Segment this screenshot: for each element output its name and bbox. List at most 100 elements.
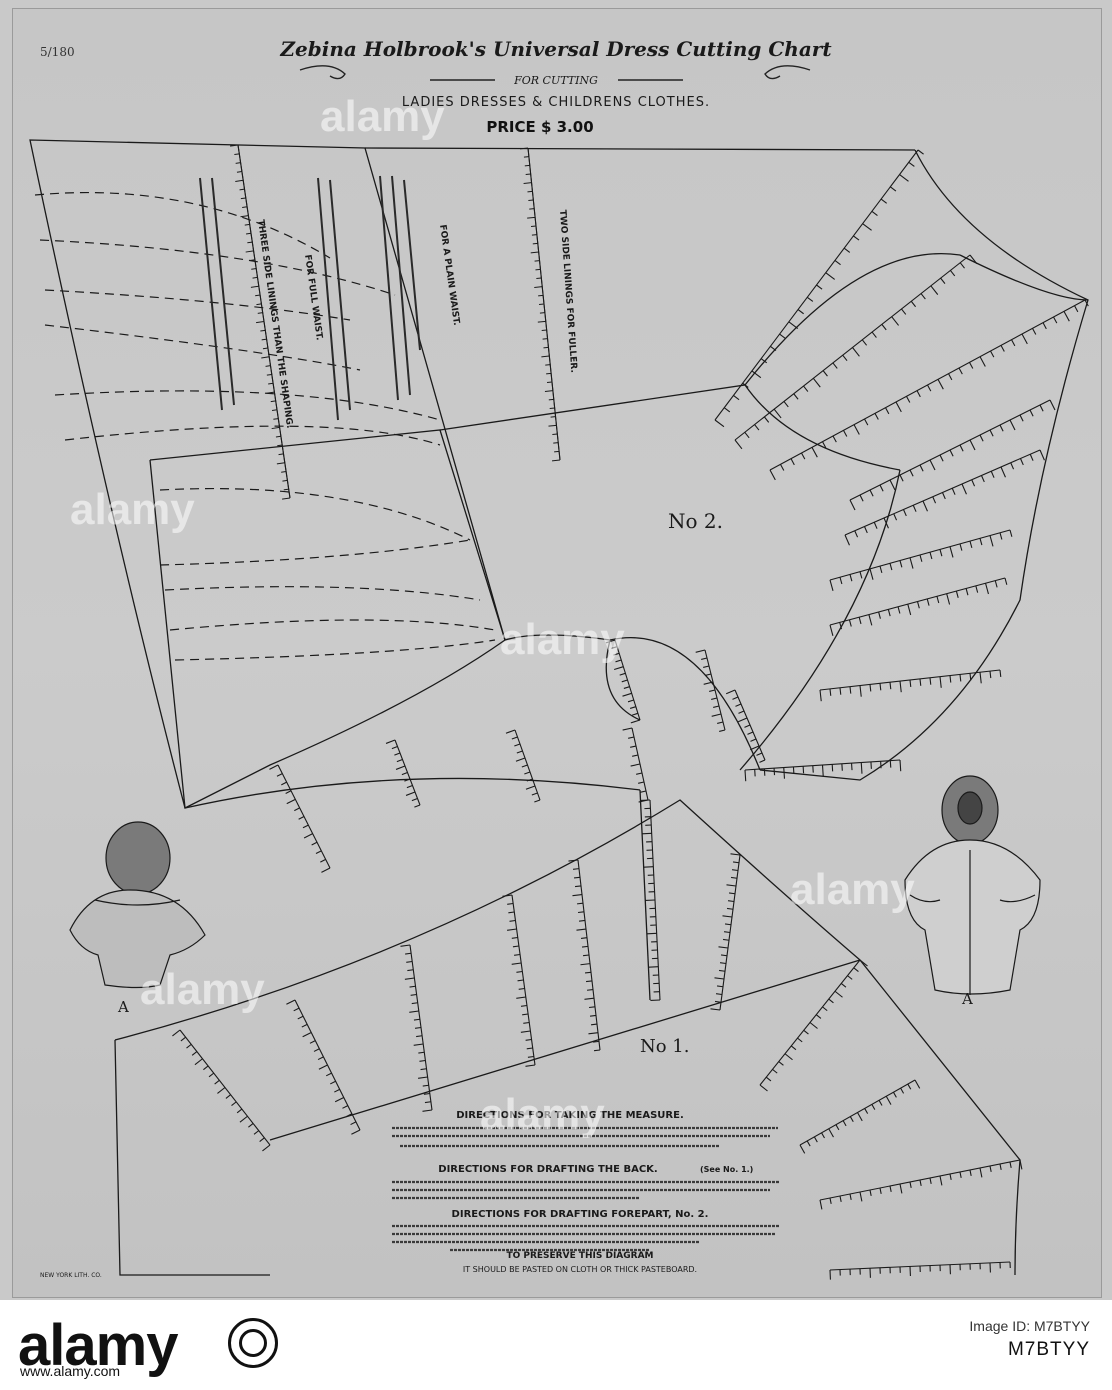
ruler-tick (302, 1032, 312, 1038)
ruler-tick (732, 861, 740, 864)
ruler-tick (234, 153, 240, 156)
ruler-tick (281, 471, 287, 473)
ruler-tick (623, 686, 630, 689)
ruler-tick (738, 710, 745, 714)
ruler-tick (523, 1021, 530, 1024)
ruler-tick (585, 980, 593, 983)
ruler-tick (710, 1008, 721, 1011)
ruler-tick (958, 367, 963, 375)
ruler-tick (422, 1109, 433, 1112)
ruler-tick (423, 1092, 430, 1095)
ruler-tick (1021, 333, 1028, 345)
ruler-tick (538, 303, 545, 306)
ruler-tick (416, 1035, 423, 1038)
ruler-tick (1019, 458, 1024, 466)
ruler-tick (989, 535, 994, 547)
ruler-tick (874, 413, 879, 420)
plate-label-no1: No 1. (640, 1036, 689, 1057)
ruler-tick (530, 225, 537, 228)
brand-logo[interactable]: alamy (18, 1313, 178, 1378)
ruler-tick (965, 588, 969, 596)
pattern-drawing: Zebina Holbrook's Universal Dress Cuttin… (29, 37, 1089, 1280)
ruler-tick (969, 362, 974, 369)
ruler-tick (797, 309, 804, 315)
ruler-tick (270, 400, 276, 403)
ruler-tick (194, 1058, 203, 1066)
ruler-tick (420, 1068, 427, 1071)
ruler-tick (320, 858, 326, 863)
ruler-tick (539, 312, 545, 314)
ruler-tick (849, 686, 852, 694)
ruler-tick (932, 496, 937, 504)
ruler-tick (396, 758, 403, 763)
ruler-tick (262, 1144, 271, 1152)
ruler-tick (303, 833, 313, 839)
ruler-tick (834, 260, 841, 266)
ruler-tick (842, 354, 848, 362)
ruler-tick (955, 590, 959, 598)
ruler-tick (750, 738, 757, 742)
ruler-tick (829, 1197, 832, 1204)
ruler-tick (999, 1163, 1002, 1170)
ruler-tick (271, 426, 280, 430)
directions-back-ref: (See No. 1.) (700, 1165, 753, 1174)
ruler-tick (811, 447, 818, 458)
ruler-tick (912, 505, 917, 512)
ruler-tick (853, 235, 860, 241)
ruler-tick (860, 762, 863, 774)
ruler-tick (726, 884, 737, 887)
ruler-tick (268, 382, 274, 385)
ruler-tick (919, 464, 924, 472)
ruler-tick (879, 683, 882, 691)
ruler-tick (813, 1136, 818, 1143)
image-id-label: Image ID: M7BTYY (969, 1318, 1090, 1334)
ruler-tick (530, 251, 539, 254)
ruler-tick (749, 745, 760, 751)
footer-url[interactable]: www.alamy.com (20, 1363, 121, 1379)
figure-left (69, 821, 206, 989)
ruler-tick (577, 911, 585, 914)
ruler-tick (744, 769, 747, 782)
ruler-tick (1039, 404, 1044, 412)
ruler-tick (897, 606, 901, 614)
ruler-tick (527, 1055, 534, 1058)
ruler-tick (843, 430, 848, 437)
chart-title: Zebina Holbrook's Universal Dress Cuttin… (279, 37, 832, 61)
ruler-tick (286, 798, 296, 805)
ruler-tick (849, 499, 856, 511)
ruler-tick (778, 1061, 784, 1066)
ruler-tick (281, 781, 287, 786)
ruler-tick (239, 188, 245, 191)
ruler-tick (985, 583, 989, 595)
ruler-tick (784, 1053, 793, 1061)
ruler-tick (231, 1101, 237, 1107)
ruler-tick (636, 772, 643, 775)
ruler-tick (525, 785, 536, 790)
note-two-side-linings: TWO SIDE LININGS FOR FULLER. (557, 210, 578, 374)
ruler-tick (531, 234, 537, 236)
ruler-tick (172, 1029, 181, 1037)
ruler-tick (514, 953, 521, 956)
ruler-tick (1019, 414, 1024, 422)
ruler-tick (191, 1051, 198, 1056)
ruler-tick (529, 208, 535, 210)
ruler-tick (910, 300, 917, 308)
ruler-tick (1029, 454, 1034, 461)
chart-paper (12, 8, 1102, 1298)
ruler-tick (909, 557, 914, 569)
ruler-tick (705, 673, 712, 676)
ruler-tick (859, 571, 863, 579)
ruler-tick (525, 173, 531, 176)
ruler-tick (297, 1015, 304, 1020)
ruler-tick (862, 223, 872, 231)
ruler-tick (969, 254, 978, 265)
ruler-tick (517, 979, 524, 982)
ruler-tick (772, 1068, 778, 1074)
ruler-tick (534, 286, 543, 288)
ruler-tick (907, 603, 912, 616)
ruler-tick (405, 952, 412, 955)
ruler-tick (951, 488, 956, 495)
ruler-tick (732, 696, 739, 700)
ruler-tick (949, 1173, 952, 1180)
ruler-tick (588, 1032, 599, 1035)
